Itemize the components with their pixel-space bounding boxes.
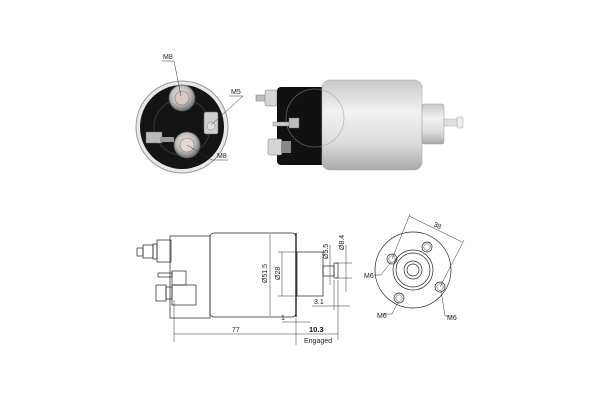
label-m6-right: M6 <box>447 315 457 322</box>
label-m6-bottom: M6 <box>377 313 387 320</box>
dim-body-diameter: Ø51.5 <box>262 264 269 283</box>
dim-boss-diameter: Ø28 <box>275 267 282 280</box>
dim-stroke: 10.3 <box>309 325 324 334</box>
side-view-photo <box>255 79 464 171</box>
dim-stroke-note: Engaged <box>304 338 332 345</box>
end-view-photo <box>135 60 244 174</box>
dim-flange-gap: 1 <box>281 315 285 322</box>
dim-head-thickness: 3.1 <box>314 299 324 306</box>
label-m8-bottom: M8 <box>217 153 227 160</box>
dim-plunger-head-diameter: Ø8.4 <box>339 235 346 250</box>
dim-hole-spacing: 38 <box>432 221 442 231</box>
side-drawing <box>136 232 352 345</box>
label-m6-left: M6 <box>364 273 374 280</box>
dim-plunger-diameter: Ø5.5 <box>323 244 330 259</box>
label-m8-top: M8 <box>163 54 173 61</box>
dim-body-length: 77 <box>232 327 240 334</box>
side-terminal <box>203 111 219 135</box>
top-terminal <box>168 84 196 112</box>
flange-drawing <box>374 213 465 317</box>
label-m5: M5 <box>231 89 241 96</box>
